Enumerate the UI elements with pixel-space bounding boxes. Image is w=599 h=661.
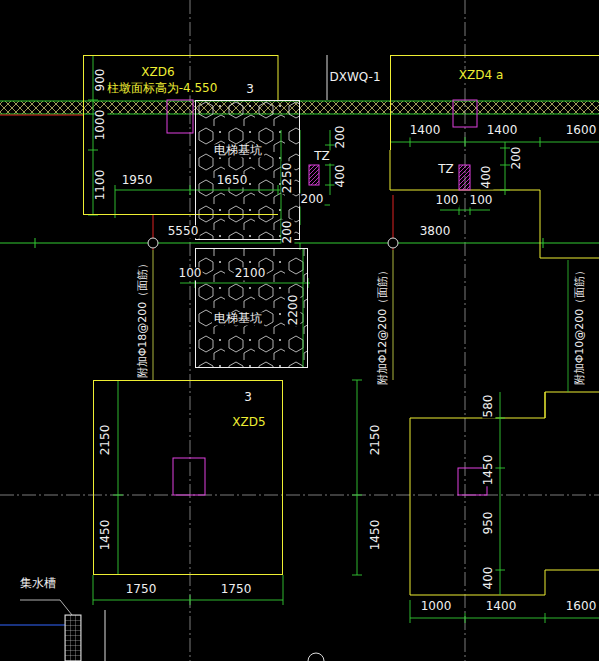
dimension-text: 1400 bbox=[485, 600, 518, 613]
dimension-text: 400 bbox=[482, 566, 495, 591]
part-tag: TZ bbox=[313, 150, 331, 163]
part-tag: TZ bbox=[437, 163, 455, 176]
callout-number: 3 bbox=[245, 83, 255, 96]
part-tag: DXWQ-1 bbox=[328, 71, 381, 84]
dimension-text: 100 bbox=[435, 194, 460, 207]
callout-number: 3 bbox=[243, 391, 253, 404]
elevation-note: 柱墩面标高为-4.550 bbox=[105, 82, 220, 95]
dimension-text: 1100 bbox=[94, 169, 107, 202]
dimension-text: 1400 bbox=[486, 124, 519, 137]
footing-box: XZD6 柱墩面标高为-4.550 bbox=[83, 55, 278, 215]
dimension-text: 1000 bbox=[94, 109, 107, 142]
dimension-text: 200 bbox=[300, 193, 325, 206]
footing-name: XZD6 bbox=[139, 66, 176, 79]
rebar-note: 附加Φ12@200（面筋） bbox=[377, 264, 389, 387]
dimension-text: 1450 bbox=[369, 519, 382, 552]
dimension-text: 5550 bbox=[167, 225, 200, 238]
dimension-text: 100 bbox=[178, 267, 203, 280]
part-tag: 集水槽 bbox=[19, 577, 57, 590]
footing-name: 电梯基坑 bbox=[212, 312, 264, 325]
footing-name: 电梯基坑 bbox=[212, 144, 264, 157]
dimension-text: 900 bbox=[94, 68, 107, 93]
dimension-text: 1650 bbox=[216, 174, 249, 187]
dimension-text: 1750 bbox=[220, 583, 253, 596]
dimension-text: 1600 bbox=[565, 600, 598, 613]
footing-name: XZD5 bbox=[230, 416, 267, 429]
dimension-text: 2100 bbox=[234, 267, 267, 280]
rebar-note: 附加Φ18@200（面筋） bbox=[137, 257, 149, 380]
dimension-text: 2250 bbox=[281, 162, 294, 195]
dimension-text: 950 bbox=[482, 511, 495, 536]
dimension-text: 100 bbox=[469, 194, 494, 207]
dimension-text: 1750 bbox=[125, 583, 158, 596]
dimension-text: 200 bbox=[281, 220, 294, 245]
dimension-text: 200 bbox=[334, 125, 347, 150]
dimension-text: 2200 bbox=[287, 294, 300, 327]
dimension-text: 1950 bbox=[121, 174, 154, 187]
dimension-text: 2150 bbox=[99, 424, 112, 457]
footing-box: XZD5 bbox=[93, 380, 283, 575]
dimension-text: 580 bbox=[482, 394, 495, 419]
dimension-text: 200 bbox=[510, 146, 523, 171]
dimension-text: 2150 bbox=[369, 424, 382, 457]
dimension-text: 400 bbox=[480, 165, 493, 190]
footing-name: XZD4 a bbox=[457, 69, 505, 82]
dimension-text: 1400 bbox=[409, 124, 442, 137]
dimension-text: 1450 bbox=[482, 454, 495, 487]
rebar-note: 附加Φ10@200（面筋） bbox=[574, 264, 586, 387]
dimension-text: 1000 bbox=[420, 600, 453, 613]
dimension-text: 3800 bbox=[419, 225, 452, 238]
dimension-text: 400 bbox=[334, 164, 347, 189]
dimension-text: 1600 bbox=[565, 124, 598, 137]
dimension-text: 1450 bbox=[99, 519, 112, 552]
